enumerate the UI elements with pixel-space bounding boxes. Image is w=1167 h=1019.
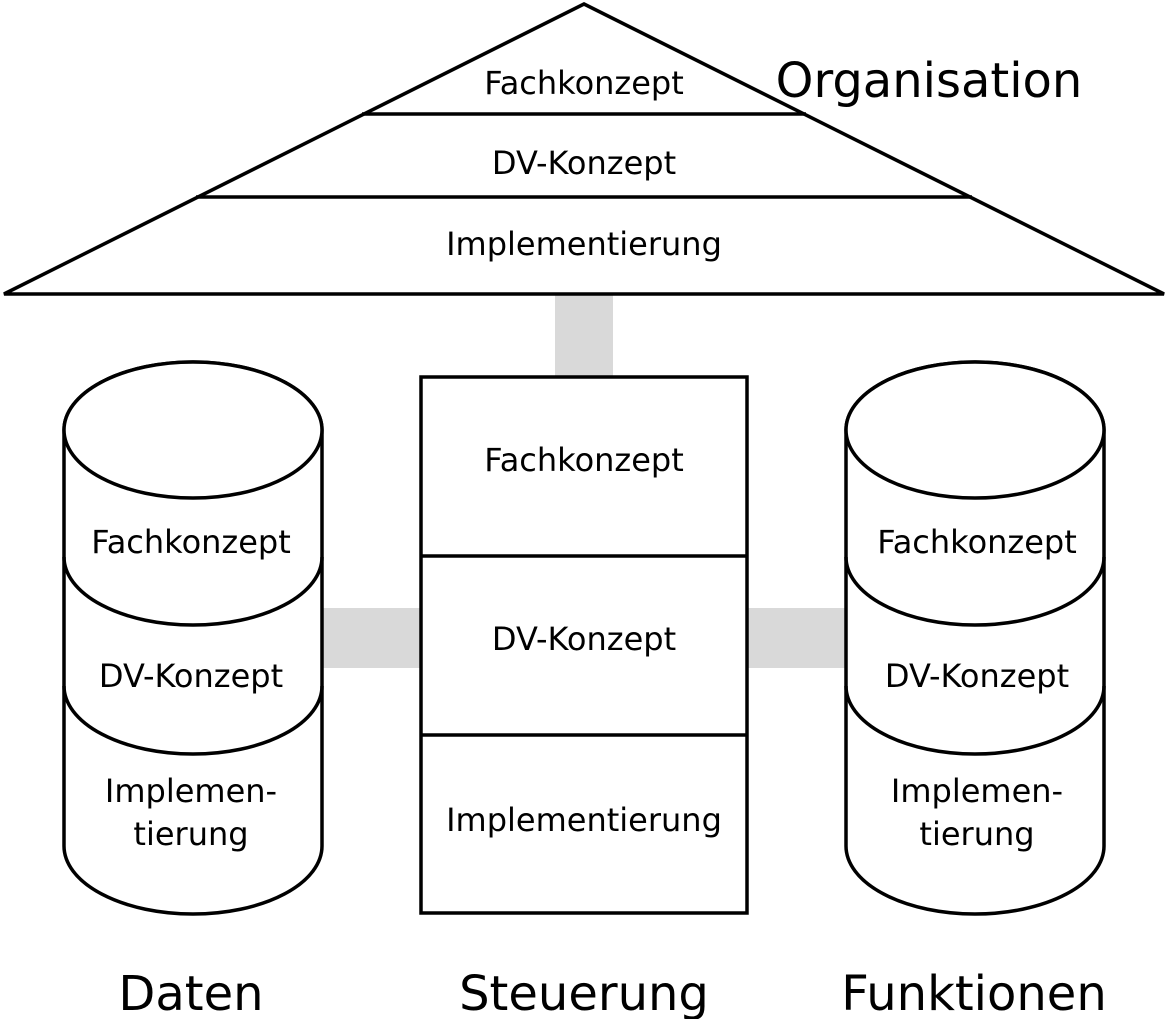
organisation-roof: Fachkonzept DV-Konzept Implementierung: [3, 2, 1165, 296]
funktionen-layer-fachkonzept: Fachkonzept: [877, 523, 1077, 561]
funktionen-layer-implementierung-line2: tierung: [919, 815, 1034, 853]
daten-layer-implementierung-line2: tierung: [133, 815, 248, 853]
daten-layer-implementierung-line1: Implemen-: [105, 772, 277, 810]
organisation-title: Organisation: [776, 53, 1083, 109]
daten-cylinder: Fachkonzept DV-Konzept Implemen- tierung: [62, 360, 324, 916]
roof-layer-dv-konzept: DV-Konzept: [492, 144, 676, 182]
steuerung-layer-dv-konzept: DV-Konzept: [492, 620, 676, 658]
funktionen-divider-2: [844, 685, 1106, 756]
connector-daten-steuerung: [323, 608, 421, 668]
daten-layer-fachkonzept: Fachkonzept: [91, 523, 291, 561]
funktionen-cylinder-top: [844, 360, 1106, 500]
steuerung-title: Steuerung: [459, 966, 709, 1019]
funktionen-layer-implementierung-line1: Implemen-: [891, 772, 1063, 810]
steuerung-box-outline: [419, 375, 749, 915]
daten-divider-1: [62, 556, 324, 627]
roof-layer-implementierung: Implementierung: [446, 225, 722, 263]
daten-cylinder-top: [62, 360, 324, 500]
steuerung-box: Fachkonzept DV-Konzept Implementierung: [419, 375, 749, 915]
steuerung-layer-fachkonzept: Fachkonzept: [484, 441, 684, 479]
funktionen-cylinder: Fachkonzept DV-Konzept Implemen- tierung: [844, 360, 1106, 916]
daten-title: Daten: [118, 966, 263, 1019]
daten-layer-dv-konzept: DV-Konzept: [99, 657, 283, 695]
roof-layer-fachkonzept: Fachkonzept: [484, 64, 684, 102]
daten-divider-2: [62, 685, 324, 756]
connector-organisation-steuerung: [555, 295, 613, 377]
funktionen-title: Funktionen: [841, 966, 1107, 1019]
connector-steuerung-funktionen: [747, 608, 845, 668]
funktionen-divider-1: [844, 556, 1106, 627]
steuerung-layer-implementierung: Implementierung: [446, 801, 722, 839]
funktionen-layer-dv-konzept: DV-Konzept: [885, 657, 1069, 695]
roof-outline: [3, 2, 1165, 296]
